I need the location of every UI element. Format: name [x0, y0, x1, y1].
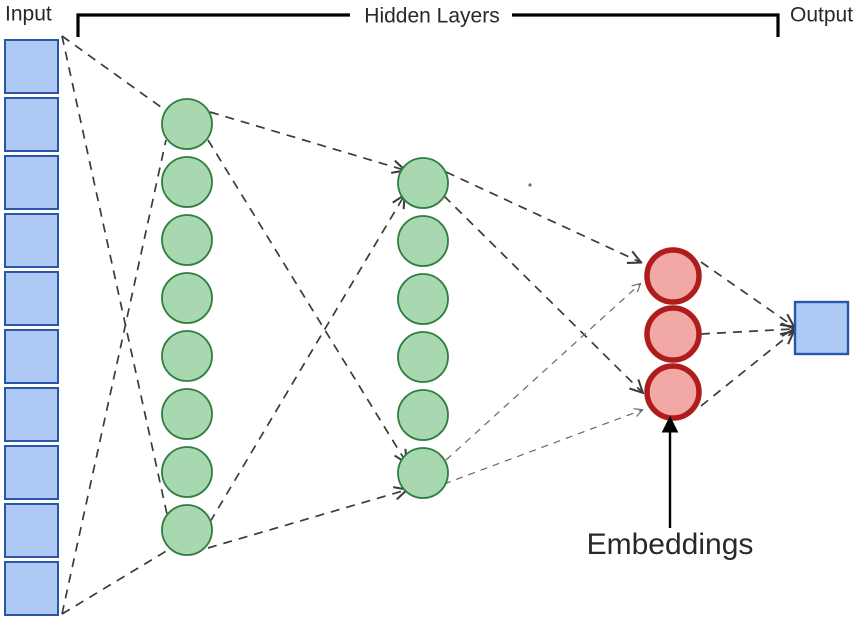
connection-edge-15 [700, 332, 793, 407]
input-layer-node-6 [4, 329, 59, 384]
stray-speck [528, 183, 532, 187]
embeddings-label: Embeddings [587, 528, 754, 561]
embedding-layer-node-2 [644, 305, 702, 363]
input-layer-node-7 [4, 387, 59, 442]
hidden-layer-2-node-1 [397, 157, 449, 209]
hidden-layer-2-node-2 [397, 215, 449, 267]
hidden-layer-2-group [397, 157, 449, 499]
connection-edge-4 [61, 549, 169, 615]
connection-edge-14 [700, 329, 793, 334]
connection-edge-13 [700, 261, 793, 326]
embedding-layer-group [644, 247, 702, 421]
input-layer-node-3 [4, 155, 59, 210]
hidden-layer-1-node-3 [161, 214, 213, 266]
hidden-layer-1-node-4 [161, 272, 213, 324]
output-label: Output [790, 4, 853, 27]
output-layer-group [793, 300, 850, 356]
input-layer-node-10 [4, 561, 59, 616]
hidden-layer-1-node-7 [161, 446, 213, 498]
hidden-layer-1-node-6 [161, 388, 213, 440]
input-layer-node-1 [4, 39, 59, 94]
layer-nodes [4, 39, 850, 616]
connection-edge-3 [61, 139, 167, 615]
connection-edge-6 [207, 139, 406, 462]
connection-edge-5 [209, 111, 404, 170]
connection-edge-10 [443, 195, 642, 392]
hidden-layer-2-node-4 [397, 331, 449, 383]
connection-edge-11 [445, 284, 640, 461]
hidden-layer-2-node-5 [397, 389, 449, 441]
embedding-layer-node-1 [644, 247, 702, 305]
connection-edge-7 [209, 196, 404, 523]
hidden-layers-label: Hidden Layers [364, 5, 499, 28]
hidden-layer-1-group [161, 98, 213, 556]
input-layer-node-5 [4, 271, 59, 326]
input-layer-node-9 [4, 503, 59, 558]
input-layer-node-4 [4, 213, 59, 268]
input-layer-node-2 [4, 97, 59, 152]
connection-edge-1 [61, 35, 166, 111]
input-label: Input [5, 3, 52, 26]
hidden-layer-2-node-3 [397, 273, 449, 325]
connection-edge-9 [445, 171, 640, 262]
hidden-layer-2-node-6 [397, 447, 449, 499]
connection-edge-2 [61, 35, 171, 529]
embedding-layer-node-3 [644, 363, 702, 421]
connection-edge-8 [207, 490, 406, 549]
hidden-layer-1-node-2 [161, 156, 213, 208]
hidden-layers-bracket [76, 13, 780, 37]
connection-edge-12 [443, 410, 642, 485]
connection-edges [61, 35, 793, 615]
output-layer-node-1 [793, 300, 850, 356]
hidden-layer-1-node-5 [161, 330, 213, 382]
input-layer-node-8 [4, 445, 59, 500]
input-layer-group [4, 39, 59, 616]
hidden-layer-1-node-1 [161, 98, 213, 150]
hidden-layer-1-node-8 [161, 504, 213, 556]
